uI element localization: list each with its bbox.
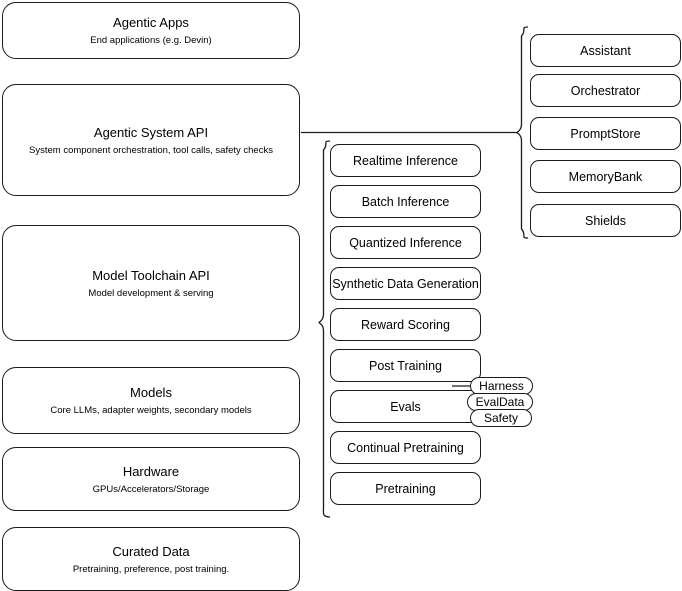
toolchain-item-quantized-inference[interactable]: Quantized Inference — [330, 226, 481, 259]
layer-model-toolchain-api[interactable]: Model Toolchain API Model development & … — [2, 225, 300, 341]
layer-title: Curated Data — [112, 543, 190, 559]
toolchain-item-pretraining[interactable]: Pretraining — [330, 472, 481, 505]
system-item-promptstore[interactable]: PromptStore — [530, 117, 681, 150]
toolchain-item-label: Post Training — [369, 358, 442, 373]
system-item-label: PromptStore — [570, 126, 641, 141]
system-item-orchestrator[interactable]: Orchestrator — [530, 74, 681, 107]
toolchain-item-reward-scoring[interactable]: Reward Scoring — [330, 308, 481, 341]
toolchain-item-label: Synthetic Data Generation — [332, 276, 479, 291]
toolchain-item-continual-pretraining[interactable]: Continual Pretraining — [330, 431, 481, 464]
brace-toolchain-components — [318, 140, 331, 518]
system-item-label: Shields — [585, 213, 626, 228]
toolchain-item-post-training[interactable]: Post Training — [330, 349, 481, 382]
system-item-assistant[interactable]: Assistant — [530, 34, 681, 67]
toolchain-item-evals[interactable]: Evals — [330, 390, 481, 423]
layer-title: Model Toolchain API — [92, 267, 210, 283]
toolchain-item-label: Pretraining — [375, 481, 436, 496]
evals-tag-label: EvalData — [475, 394, 525, 409]
system-item-label: Assistant — [580, 43, 631, 58]
layer-curated-data[interactable]: Curated Data Pretraining, preference, po… — [2, 527, 300, 591]
toolchain-item-synthetic-data-generation[interactable]: Synthetic Data Generation — [330, 267, 481, 300]
system-item-memorybank[interactable]: MemoryBank — [530, 160, 681, 193]
toolchain-item-label: Realtime Inference — [353, 153, 458, 168]
layer-title: Agentic System API — [93, 124, 209, 140]
toolchain-item-label: Batch Inference — [361, 194, 450, 209]
toolchain-item-realtime-inference[interactable]: Realtime Inference — [330, 144, 481, 177]
layer-subtitle: Pretraining, preference, post training. — [72, 563, 230, 575]
toolchain-item-label: Quantized Inference — [349, 235, 462, 250]
evals-tag-label: Harness — [479, 378, 524, 393]
system-item-shields[interactable]: Shields — [530, 204, 681, 237]
toolchain-item-label: Continual Pretraining — [347, 440, 464, 455]
layer-title: Agentic Apps — [113, 15, 189, 30]
system-item-label: MemoryBank — [568, 169, 643, 184]
layer-subtitle: System component orchestration, tool cal… — [29, 144, 273, 156]
layer-agentic-apps[interactable]: Agentic Apps End applications (e.g. Devi… — [2, 2, 300, 59]
layer-models[interactable]: Models Core LLMs, adapter weights, secon… — [2, 367, 300, 434]
layer-title: Hardware — [122, 463, 180, 479]
layer-subtitle: End applications (e.g. Devin) — [90, 35, 212, 46]
layer-subtitle: GPUs/Accelerators/Storage — [92, 483, 210, 495]
layer-title: Models — [130, 385, 172, 400]
layer-subtitle: Core LLMs, adapter weights, secondary mo… — [50, 405, 252, 416]
system-item-label: Orchestrator — [570, 83, 641, 98]
toolchain-item-label: Evals — [390, 399, 421, 414]
layer-subtitle: Model development & serving — [88, 287, 214, 299]
layer-hardware[interactable]: Hardware GPUs/Accelerators/Storage — [2, 447, 300, 511]
evals-tag-safety[interactable]: Safety — [470, 409, 532, 427]
layer-agentic-system-api[interactable]: Agentic System API System component orch… — [2, 84, 300, 196]
brace-system-components — [516, 26, 529, 239]
toolchain-item-batch-inference[interactable]: Batch Inference — [330, 185, 481, 218]
evals-tag-label: Safety — [483, 410, 519, 425]
toolchain-item-label: Reward Scoring — [361, 317, 450, 332]
